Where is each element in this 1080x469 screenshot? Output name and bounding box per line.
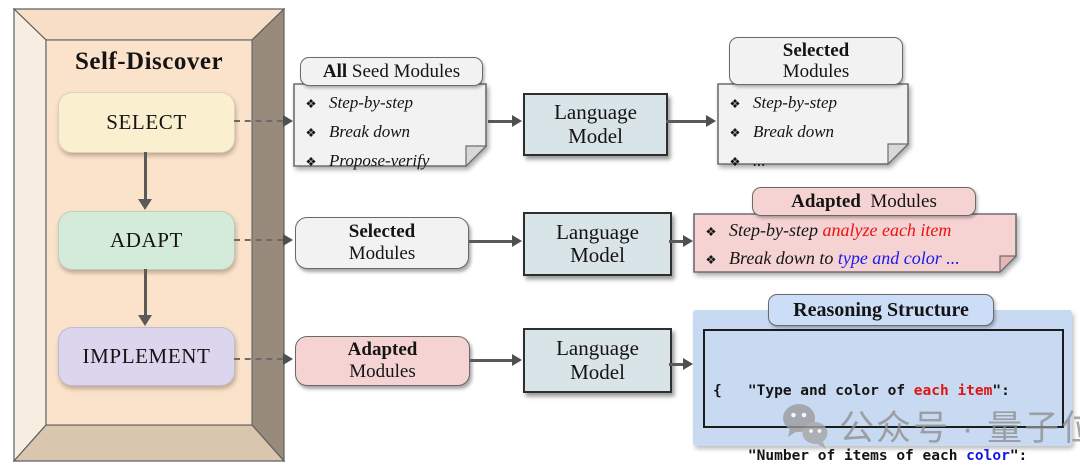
- list-item: ❖ Break down: [293, 118, 487, 147]
- list-item: ❖ Step-by-step analyze each item: [693, 217, 1017, 245]
- diamond-bullet-icon: ❖: [729, 97, 741, 111]
- stage-box-implement: IMPLEMENT: [58, 327, 235, 386]
- selected-modules-input-box: Selected Modules: [295, 217, 469, 269]
- selected-modules-tab-line2: Modules: [782, 61, 850, 82]
- dashed-arrow-adapt-head: [283, 233, 293, 246]
- all-seed-modules-tab-label: All Seed Modules: [322, 60, 461, 82]
- dashed-arrow-implement-line: [234, 358, 283, 360]
- diamond-bullet-icon: ❖: [305, 97, 317, 111]
- language-model-line1: Language: [556, 336, 639, 361]
- selected-modules-note: ❖ Step-by-step ❖ Break down ❖ ...: [717, 83, 909, 170]
- input-box-line1: Selected: [348, 221, 416, 243]
- arrow-adapt-to-implement-line: [144, 269, 147, 315]
- stage-box-select: SELECT: [58, 92, 235, 153]
- reasoning-structure-tab: Reasoning Structure: [768, 294, 994, 326]
- adapted-module-label: Step-by-step analyze each item: [729, 220, 952, 240]
- selected-module-label: Step-by-step: [753, 93, 838, 112]
- language-model-line2: Model: [570, 359, 625, 384]
- selected-module-label: ...: [753, 151, 766, 170]
- adapted-modules-tab-label: Adapted Modules: [791, 190, 937, 212]
- adapted-modules-tab: Adapted Modules: [752, 187, 976, 216]
- reasoning-structure-code-box: { "Type and color of each item": "Number…: [703, 329, 1064, 464]
- seed-module-label: Step-by-step: [329, 93, 414, 112]
- arrow-adapted-to-lm-line: [470, 359, 512, 362]
- watermark: 公众号 · 量子位: [781, 400, 1080, 451]
- stage-select-label: SELECT: [106, 110, 187, 134]
- watermark-text: 公众号 · 量子位: [839, 409, 1080, 448]
- diamond-bullet-icon: ❖: [305, 155, 317, 169]
- language-model-line2: Model: [570, 243, 625, 267]
- list-item: ❖ ...: [717, 147, 909, 176]
- language-model-line1: Language: [554, 100, 637, 125]
- dashed-arrow-adapt-line: [234, 239, 283, 241]
- seed-module-label: Break down: [329, 122, 411, 141]
- code-highlight: color: [966, 447, 1010, 464]
- all-seed-modules-tab: All Seed Modules: [300, 57, 483, 86]
- adapted-module-highlight: analyze each item: [822, 220, 952, 240]
- arrow-seed-to-lm-line: [488, 120, 512, 123]
- code-line: "Number of items of each color":: [713, 447, 1028, 464]
- arrow-lm-to-adapted-head: [683, 234, 693, 247]
- list-item: ❖ Step-by-step: [717, 89, 909, 118]
- dashed-arrow-select-line: [234, 120, 283, 122]
- language-model-line2: Model: [568, 123, 623, 148]
- arrow-adapted-to-lm-head: [512, 353, 522, 366]
- adapted-modules-note: ❖ Step-by-step analyze each item ❖ Break…: [693, 213, 1017, 273]
- language-model-box-1: Language Model: [523, 93, 668, 156]
- diamond-bullet-icon: ❖: [729, 155, 741, 169]
- reasoning-structure-tab-label: Reasoning Structure: [793, 298, 969, 321]
- selected-modules-tab: Selected Modules: [729, 37, 903, 85]
- wechat-icon: [783, 403, 828, 449]
- list-item: ❖ Break down to type and color ...: [693, 245, 1017, 273]
- arrow-select-to-adapt-line: [144, 152, 147, 199]
- diamond-bullet-icon: ❖: [705, 253, 717, 267]
- list-item: ❖ Step-by-step: [293, 89, 487, 118]
- arrow-lm-to-structure-line: [669, 363, 683, 366]
- code-line: { "Type and color of each item":: [713, 383, 1010, 399]
- adapted-module-label: Break down to type and color ...: [729, 248, 960, 268]
- diamond-bullet-icon: ❖: [305, 126, 317, 140]
- arrow-lm-to-adapted-line: [669, 240, 683, 243]
- code-highlight: each item: [913, 383, 993, 399]
- arrow-lm-to-structure-head: [683, 357, 693, 370]
- language-model-box-3: Language Model: [523, 328, 672, 393]
- list-item: ❖ Break down: [717, 118, 909, 147]
- arrow-selected-to-lm-line: [469, 240, 512, 243]
- adapted-module-highlight: type and color ...: [837, 248, 960, 268]
- input-box-line1: Adapted: [347, 339, 418, 361]
- frame-title: Self-Discover: [74, 48, 224, 75]
- arrow-adapt-to-implement-head: [138, 315, 152, 326]
- list-item: ❖ Propose-verify: [293, 147, 487, 176]
- language-model-box-2: Language Model: [523, 212, 672, 276]
- adapted-modules-input-box: Adapted Modules: [295, 336, 470, 386]
- diamond-bullet-icon: ❖: [705, 225, 717, 239]
- dashed-arrow-implement-head: [283, 352, 293, 365]
- all-seed-modules-note: ❖ Step-by-step ❖ Break down ❖ Propose-ve…: [293, 83, 487, 170]
- stage-box-adapt: ADAPT: [58, 211, 235, 270]
- diamond-bullet-icon: ❖: [729, 126, 741, 140]
- code-block: { "Type and color of each item": "Number…: [705, 331, 1062, 469]
- stage-adapt-label: ADAPT: [109, 228, 183, 252]
- input-box-line2: Modules: [348, 243, 416, 264]
- arrow-seed-to-lm-head: [512, 114, 522, 127]
- stage-implement-label: IMPLEMENT: [82, 344, 211, 368]
- seed-module-label: Propose-verify: [329, 151, 430, 170]
- reasoning-structure-panel: [693, 310, 1072, 446]
- arrow-lm-to-selected-line: [666, 120, 706, 123]
- arrow-selected-to-lm-head: [512, 234, 522, 247]
- language-model-line1: Language: [556, 219, 639, 244]
- arrow-lm-to-selected-head: [706, 114, 716, 127]
- dashed-arrow-select-head: [283, 114, 293, 127]
- selected-module-label: Break down: [753, 122, 835, 141]
- arrow-select-to-adapt-head: [138, 199, 152, 210]
- input-box-line2: Modules: [349, 361, 416, 382]
- selected-modules-tab-line1: Selected: [782, 39, 850, 61]
